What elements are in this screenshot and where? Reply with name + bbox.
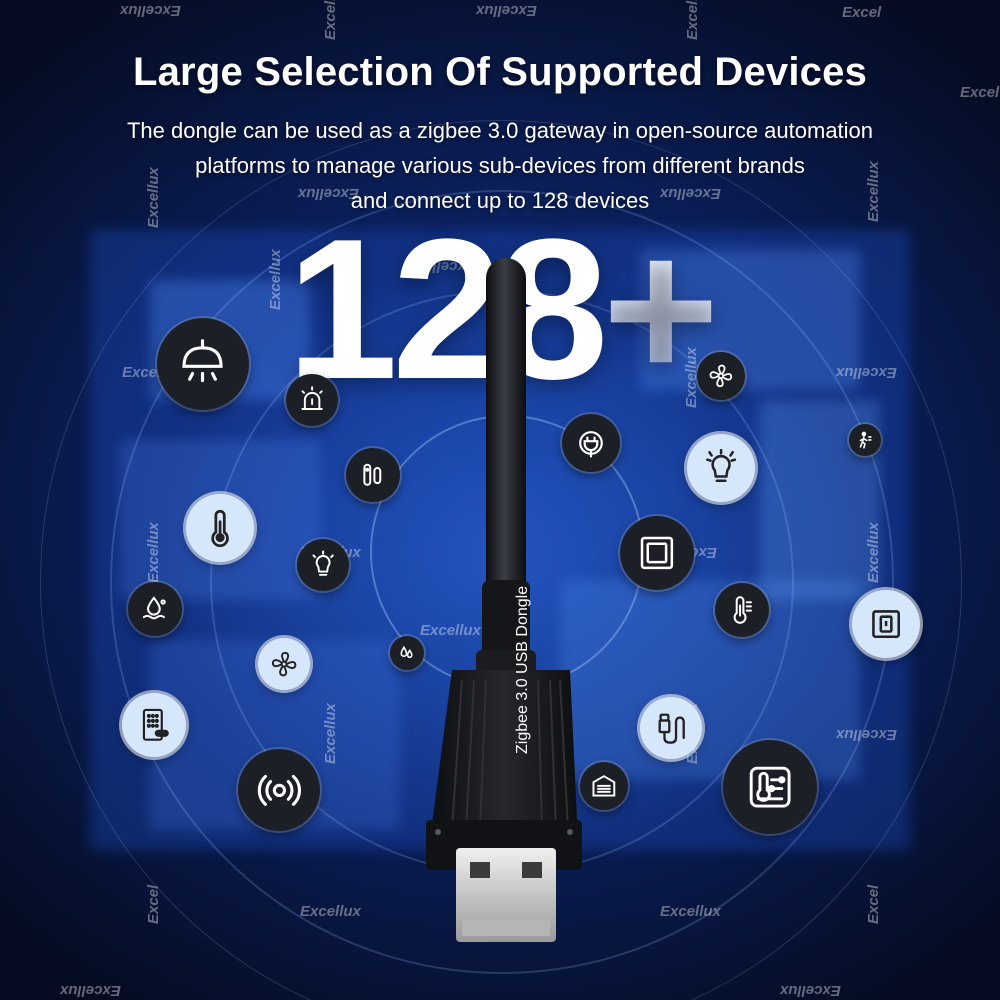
dongle-body xyxy=(426,670,582,870)
watermark: Excellux xyxy=(120,2,181,19)
watermark: Excellux xyxy=(476,2,537,19)
temperature-sensor-icon xyxy=(715,583,769,637)
thermometer-icon xyxy=(186,494,254,562)
device-count-plus: + xyxy=(602,198,719,421)
smart-plug-icon xyxy=(562,414,620,472)
alarm-siren-icon xyxy=(286,374,338,426)
zigbee-dongle xyxy=(426,258,582,942)
climate-controller-icon xyxy=(723,740,817,834)
watermark: Excellux xyxy=(60,982,121,999)
dongle-label: Zigbee 3.0 USB Dongle xyxy=(514,585,531,754)
watermark: Excellux xyxy=(836,726,897,743)
motion-sensor-icon xyxy=(849,424,881,456)
fan-small-icon xyxy=(697,352,745,400)
watermark: Excel xyxy=(960,84,1000,101)
subtitle-line-1: The dongle can be used as a zigbee 3.0 g… xyxy=(126,118,874,143)
watermark: Excellux xyxy=(300,903,361,920)
watermark: Excel xyxy=(865,884,882,924)
usb-connector xyxy=(456,848,556,942)
wireless-signal-icon xyxy=(238,749,320,831)
watermark: Excel xyxy=(145,884,162,924)
signal-ring xyxy=(40,120,962,1000)
device-count-number: 128 xyxy=(286,198,609,421)
watermark: Excellux xyxy=(865,522,882,583)
watermark: Excellux xyxy=(780,982,841,999)
signal-ring xyxy=(110,190,894,974)
watermark: Excel xyxy=(842,4,882,21)
watermark: Excellux xyxy=(660,903,721,920)
subtitle-line-3: and connect up to 128 devices xyxy=(350,188,650,213)
page-title: Large Selection Of Supported Devices xyxy=(132,50,868,94)
watermark: Excellux xyxy=(145,522,162,583)
wall-switch-icon xyxy=(620,516,694,590)
light-bulb-icon xyxy=(687,434,755,502)
fan-icon xyxy=(258,638,310,690)
antenna-base xyxy=(482,580,530,670)
watermark: Excellux xyxy=(322,703,339,764)
device-count: 128+ xyxy=(0,210,1000,410)
usb-adapter-icon xyxy=(640,697,702,759)
garage-door-icon xyxy=(580,762,628,810)
watermark: Excellux xyxy=(420,622,481,639)
door-sensor-icon xyxy=(346,448,400,502)
watermark: Excellux xyxy=(322,0,339,40)
smart-bulb-icon xyxy=(297,539,349,591)
antenna-whip xyxy=(486,258,526,638)
watermark: Excellux xyxy=(684,0,701,40)
ceiling-lamp-icon xyxy=(157,318,249,410)
water-drop-icon xyxy=(128,582,182,636)
subtitle-line-2: platforms to manage various sub-devices … xyxy=(195,153,805,178)
keypad-lock-icon xyxy=(122,693,186,757)
water-small-icon xyxy=(390,636,424,670)
single-switch-icon xyxy=(852,590,920,658)
